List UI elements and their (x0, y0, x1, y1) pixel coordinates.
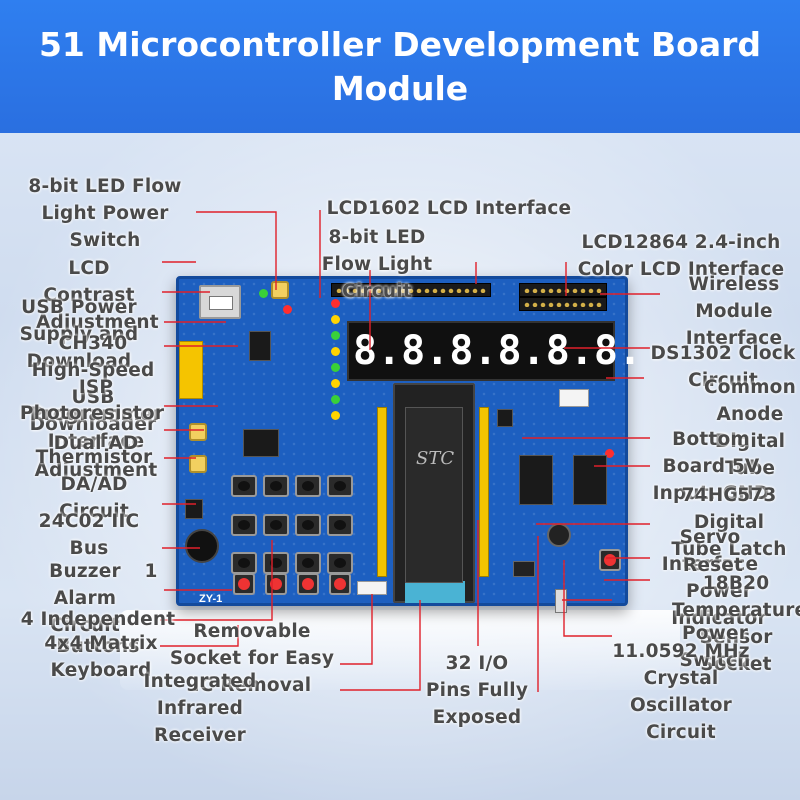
label-lcd12864: LCD12864 2.4-inch Color LCD Interface (577, 232, 785, 280)
matrix-key[interactable] (327, 475, 353, 497)
matrix-keypad (231, 475, 355, 585)
lcd-contrast-pot[interactable] (271, 281, 289, 299)
label-buzzer: Buzzer Alarm Circuit (49, 561, 121, 636)
segment-digit: 8. (545, 328, 594, 374)
matrix-key[interactable] (295, 552, 321, 575)
led-green (331, 363, 340, 372)
seven-segment-display: 8. 8. 8. 8. 8. 8. (347, 321, 642, 381)
segment-digit: 8. (497, 328, 546, 374)
label-board-5v: Bottom Board 5V Input, GND (652, 429, 770, 504)
reset-button[interactable] (599, 549, 621, 571)
wireless-header (519, 297, 607, 311)
electrolytic-capacitor (547, 523, 571, 547)
segment-digit: 8. (593, 328, 643, 374)
led-red (331, 299, 340, 308)
ds1302-chip (494, 409, 516, 427)
indicator-led (283, 305, 292, 314)
power-switch[interactable] (555, 589, 567, 613)
matrix-key[interactable] (231, 552, 257, 575)
label-common-anode: Common Anode Digital Tube (704, 377, 796, 479)
led-green (331, 395, 340, 404)
matrix-key[interactable] (231, 475, 257, 497)
label-dual-ad: Dual AD Adjustment (34, 433, 158, 481)
socket-lever[interactable] (405, 581, 465, 603)
power-indicator-led (605, 449, 614, 458)
label-bottom-1: 1 (144, 561, 158, 582)
matrix-key[interactable] (295, 475, 321, 497)
matrix-key[interactable] (295, 513, 321, 536)
lcd1602-header (331, 283, 491, 297)
label-lcd1602: LCD1602 LCD Interface (326, 198, 572, 219)
label-servo: Servo Interface (661, 527, 759, 575)
independent-button[interactable] (265, 573, 287, 595)
label-hc573: 74HC573 Digital Tube Latch (671, 485, 787, 560)
segment-digit: 8. (449, 328, 498, 374)
ch340-chip (246, 331, 274, 361)
label-isp: ISP Programmer Interface (29, 377, 163, 452)
segment-digit: 8. (401, 328, 450, 374)
led-yellow (331, 379, 340, 388)
label-usb-power: USB Power Supply and Download (19, 297, 139, 372)
power-led (259, 289, 268, 298)
pcf8591-chip (240, 429, 282, 457)
led-green (331, 331, 340, 340)
label-removable-socket: Removable Socket for Easy IC Removal (169, 621, 335, 696)
led-yellow (331, 411, 340, 420)
segment-digit: 8. (353, 328, 402, 374)
matrix-key[interactable] (263, 552, 289, 575)
label-led-flow-switch: 8-bit LED Flow Light Power Switch (28, 176, 182, 251)
infrared-receiver (357, 581, 387, 595)
lcd12864-header (519, 283, 607, 297)
isp-header (179, 341, 203, 399)
label-io-pins: 32 I/O Pins Fully Exposed (425, 653, 529, 728)
led-yellow (331, 315, 340, 324)
label-infrared: Integrated Infrared Receiver (143, 671, 257, 746)
led-yellow (331, 347, 340, 356)
ad-pot[interactable] (189, 455, 207, 473)
five-volt-header (559, 389, 589, 407)
matrix-key[interactable] (231, 513, 257, 536)
ad-pot[interactable] (189, 423, 207, 441)
label-reset: Reset (682, 555, 744, 576)
label-matrix-keyboard: 4x4 Matrix Keyboard (44, 633, 158, 681)
label-power-switch: Power Switch (679, 623, 751, 671)
eeprom-chip (182, 499, 206, 519)
hc573-chip (516, 455, 556, 505)
page-title: 51 Microcontroller Development Board Mod… (38, 24, 762, 108)
matrix-key[interactable] (327, 552, 353, 575)
board-model: ZY-1 (199, 593, 223, 605)
label-ds1302: DS1302 Clock Circuit (650, 343, 796, 391)
label-wireless: Wireless Module Interface (685, 274, 783, 349)
usb-port (199, 285, 241, 319)
development-board: 8. 8. 8. 8. 8. 8. STC (176, 276, 642, 613)
label-crystal: 11.0592 MHz Crystal Oscillator Circuit (612, 641, 750, 743)
ds18b20-socket (513, 561, 535, 577)
matrix-key[interactable] (263, 513, 289, 536)
io-pin-strip-right (479, 407, 489, 577)
label-lcd-contrast: LCD Contrast Adjustment (36, 258, 159, 333)
hc573-chip (570, 455, 610, 505)
independent-button[interactable] (233, 573, 255, 595)
label-power-indicator: Power Indicator (671, 581, 767, 629)
matrix-key[interactable] (327, 513, 353, 536)
label-ch340: CH340 High-Speed USB Downloader (29, 333, 157, 435)
io-pin-strip-left (377, 407, 387, 577)
mcu-chip: STC (405, 407, 463, 583)
label-photoresistor: Photoresistor (19, 403, 165, 424)
label-ds18b20: 18B20 Temperature Sensor Socket (672, 573, 800, 675)
title-banner: 51 Microcontroller Development Board Mod… (0, 0, 800, 133)
label-eeprom: 24C02 IIC Bus (38, 511, 140, 559)
buzzer (185, 529, 219, 563)
independent-button[interactable] (329, 573, 351, 595)
label-led-flow: 8-bit LED Flow Light Circuit (321, 227, 433, 302)
chip-brand: STC (416, 448, 455, 469)
independent-button[interactable] (297, 573, 319, 595)
label-independent-buttons: 4 Independent Buttons (20, 609, 176, 657)
label-thermistor: Thermistor DA/AD Circuit (35, 447, 153, 522)
matrix-key[interactable] (263, 475, 289, 497)
